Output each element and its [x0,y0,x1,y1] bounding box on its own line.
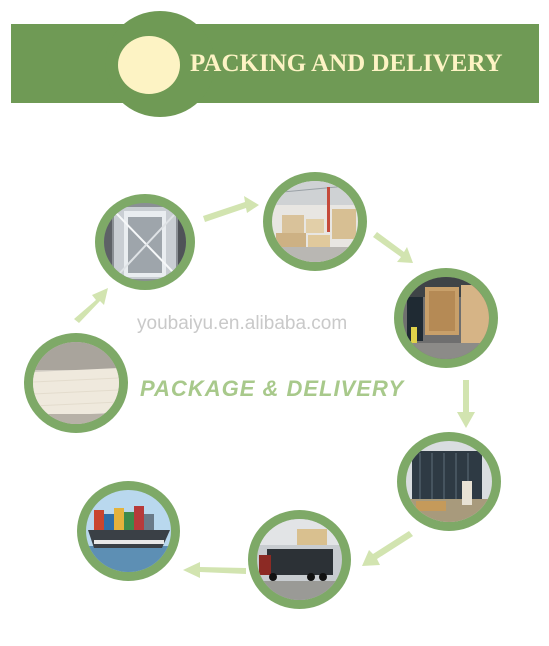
step-warehouse-crates [263,172,367,271]
header-dot [118,36,180,94]
step-truck-transport [248,510,351,609]
ship-image [86,490,171,572]
page-title: PACKING AND DELIVERY [190,50,503,77]
step-wood-sheet [24,333,128,433]
wood-sheet-image [33,342,119,424]
arrow-down-icon [457,380,475,428]
step-crate-loading [394,268,498,368]
truck-image [257,519,342,600]
crate-loading-image [403,277,489,359]
header-banner [11,24,539,103]
container-loading-image [406,441,492,522]
arrow-left-icon [183,562,246,578]
arrow-down-left-icon [362,531,413,566]
arrow-up-right-icon [74,288,108,323]
step-wrapped-product [95,194,195,290]
arrow-right-icon [203,196,259,222]
step-container-ship [77,481,180,581]
arrow-down-right-icon [373,232,413,263]
center-title: PACKAGE & DELIVERY [140,376,405,401]
wrapped-product-image [104,203,186,281]
step-container-loading [397,432,501,531]
warehouse-image [272,181,358,262]
watermark-text: youbaiyu.en.alibaba.com [137,313,348,334]
